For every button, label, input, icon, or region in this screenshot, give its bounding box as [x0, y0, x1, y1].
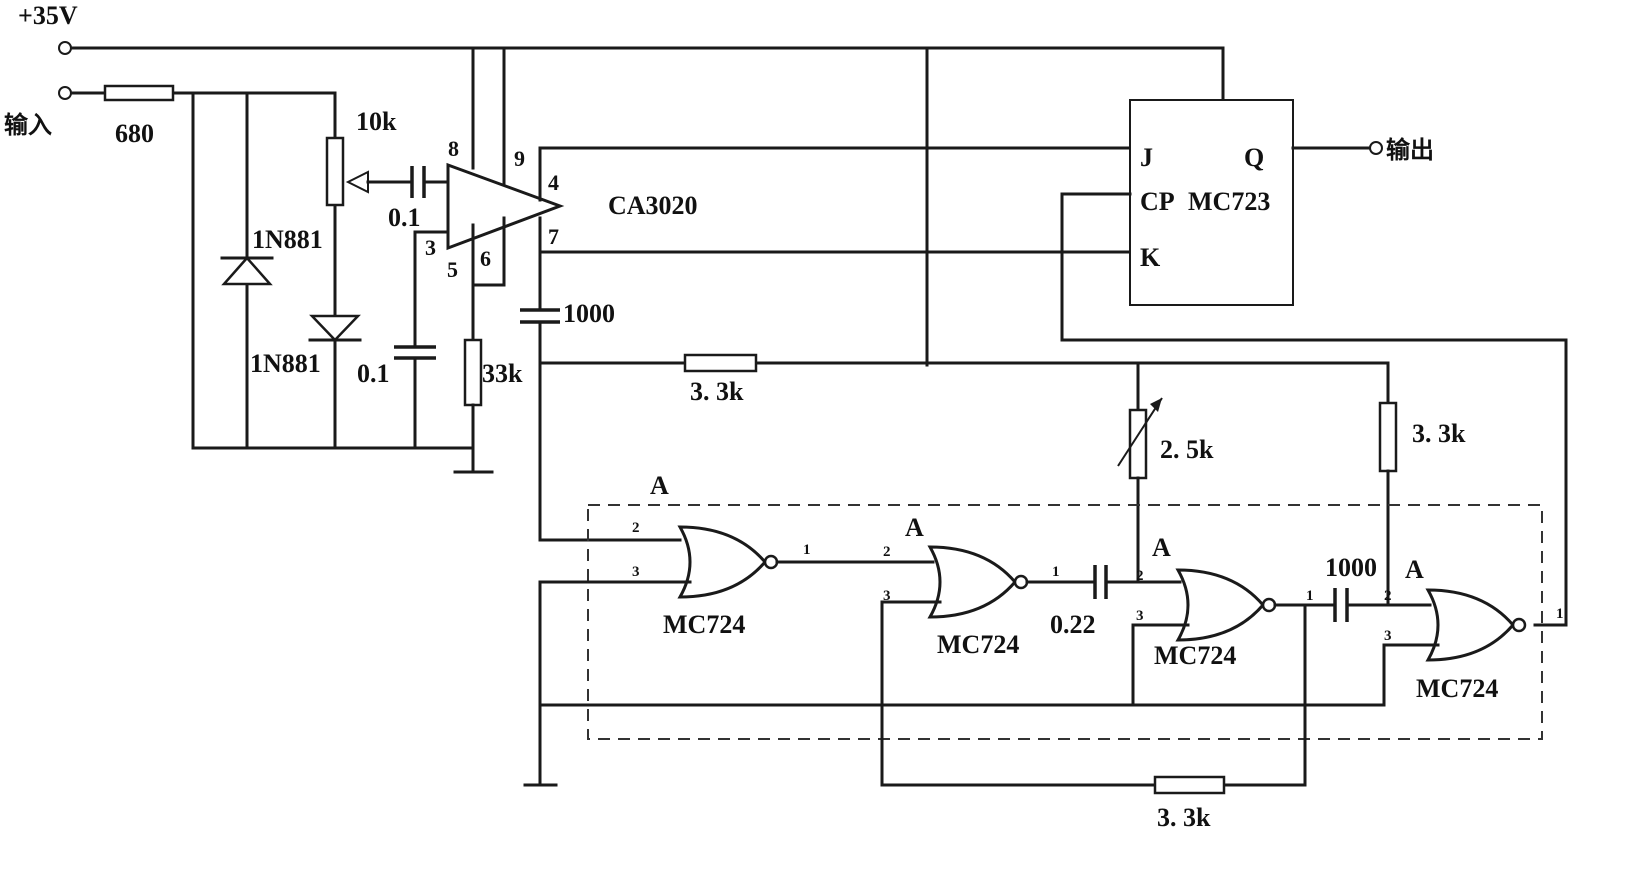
- resistor-33k-label: 33k: [482, 359, 523, 388]
- gate-2-pin-a: 2: [883, 544, 891, 560]
- gate-4-pin-a: 2: [1384, 588, 1392, 604]
- ff-k-label: K: [1140, 243, 1161, 272]
- variable-arrow-icon: [1117, 397, 1163, 467]
- nor-gate-3: [1131, 568, 1337, 707]
- gate-4-tag: A: [1405, 555, 1424, 584]
- diode-1-label: 1N881: [252, 225, 323, 254]
- supply-label: +35V: [18, 1, 78, 30]
- cap-input: [410, 166, 450, 198]
- input-resistor-label: 680: [115, 119, 154, 148]
- gate-2-tag: A: [905, 513, 924, 542]
- cap-comp: [520, 308, 560, 324]
- gate-1-pin-a: 2: [632, 520, 640, 536]
- diode-1: [220, 256, 274, 286]
- input-terminal[interactable]: [58, 86, 72, 100]
- pot-label: 10k: [356, 107, 397, 136]
- gate-4-pin-out: 1: [1556, 606, 1564, 622]
- ff-name-label: MC723: [1188, 187, 1270, 216]
- resistor-3k3-b-label: 3. 3k: [1412, 419, 1466, 448]
- cap-couple: [1333, 588, 1432, 622]
- resistor-2k5-label: 2. 5k: [1160, 435, 1214, 464]
- amp-pin-4: 4: [548, 170, 559, 195]
- amp-pin-6: 6: [480, 246, 491, 271]
- amp-pin-5: 5: [447, 257, 458, 282]
- ff-q-label: Q: [1244, 143, 1264, 172]
- gate-1-label: MC724: [663, 610, 745, 639]
- input-network: [68, 91, 494, 474]
- cap-timing: [1093, 565, 1182, 599]
- amp-pin-9: 9: [514, 146, 525, 171]
- ff-cp-label: CP: [1140, 187, 1175, 216]
- amplifier-ca3020: [446, 162, 565, 342]
- input-label: 输入: [4, 111, 52, 139]
- gate-2-pin-b: 3: [883, 588, 891, 604]
- output-label: 输出: [1386, 136, 1434, 164]
- resistor-3k3-b: [1378, 401, 1398, 473]
- resistor-33k: [463, 338, 483, 407]
- resistor-3k3-a-label: 3. 3k: [690, 377, 744, 406]
- wiper-arrow-icon: [345, 170, 369, 194]
- gate-3-tag: A: [1152, 533, 1171, 562]
- resistor-3k3-a: [683, 353, 758, 373]
- gate-2-pin-out: 1: [1052, 564, 1060, 580]
- cap-couple-label: 1000: [1325, 553, 1377, 582]
- amp-pin-7: 7: [548, 224, 559, 249]
- cap-input-label: 0.1: [388, 203, 421, 232]
- amp-output-wires: [538, 146, 1390, 542]
- gate-1-pin-b: 3: [632, 564, 640, 580]
- gate-4-label: MC724: [1416, 674, 1498, 703]
- module-tag: A: [650, 471, 669, 500]
- cap-timing-label: 0.22: [1050, 610, 1096, 639]
- supply-terminal[interactable]: [58, 41, 72, 55]
- amp-pin-3: 3: [425, 235, 436, 260]
- cap-comp-label: 1000: [563, 299, 615, 328]
- ff-j-label: J: [1140, 143, 1153, 172]
- gate-3-pin-out: 1: [1306, 588, 1314, 604]
- pot-10k: [325, 136, 345, 207]
- nor-gate-1: [523, 525, 935, 787]
- gate-3-pin-a: 2: [1136, 568, 1144, 584]
- gate-2-label: MC724: [937, 630, 1019, 659]
- amp-label: CA3020: [608, 191, 698, 220]
- resistor-3k3-c-label: 3. 3k: [1157, 803, 1211, 832]
- cap-bias: [394, 230, 450, 450]
- gate-module-boundary: [587, 504, 1543, 740]
- nor-gate-4: [1382, 588, 1527, 707]
- ground-bus: [538, 603, 1386, 787]
- flipflop-wiring: [1060, 146, 1568, 627]
- cap-bias-label: 0.1: [357, 359, 390, 388]
- resistor-3k3-c: [1153, 775, 1226, 795]
- flipflop-mc723: [1129, 99, 1294, 306]
- gate-3-pin-b: 3: [1136, 608, 1144, 624]
- input-resistor: [103, 84, 175, 102]
- nor-gate-2: [880, 545, 1097, 787]
- output-terminal[interactable]: [1369, 141, 1383, 155]
- diode-2-label: 1N881: [250, 349, 321, 378]
- amp-pin-8: 8: [448, 136, 459, 161]
- gate-1-pin-out: 1: [803, 542, 811, 558]
- gate-4-pin-b: 3: [1384, 628, 1392, 644]
- gate-3-label: MC724: [1154, 641, 1236, 670]
- diode-2: [308, 314, 362, 342]
